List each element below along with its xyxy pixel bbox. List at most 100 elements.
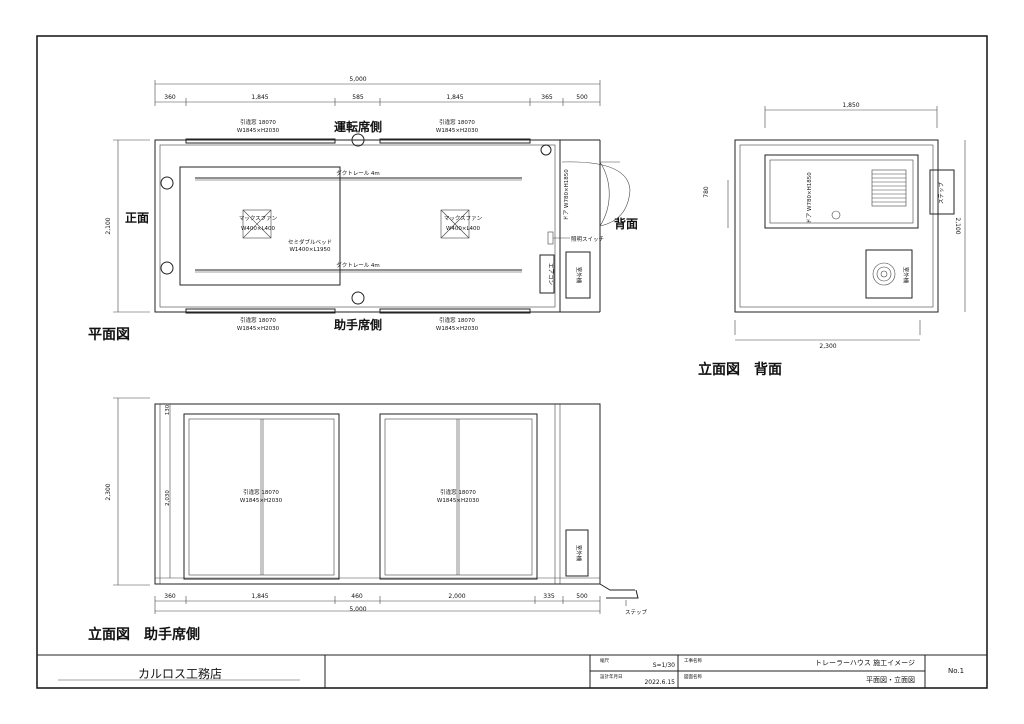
plan-dim-3: 585 [352,94,364,101]
side-total-width: 5,000 [349,606,366,613]
back-outdoor-unit-label: 室外機 [902,267,910,284]
plan-vent-top-left [351,133,365,147]
back-width-bottom: 2,300 [819,343,836,350]
side-top-gap: 130 [165,404,171,415]
plan-back-label: 背面 [614,216,638,231]
plan-dim-2: 1,845 [251,94,268,101]
back-step [929,169,955,215]
plan-fan-left [242,209,272,239]
side-dim-1: 360 [164,593,176,600]
side-outer [154,403,601,585]
side-dim-3: 460 [351,593,363,600]
back-elevation: 1,850 ドア W780×H1850 ステップ 室外機 780 2,100 2… [698,102,966,378]
plan-window-top-right-name: 引違窓 18070 [439,118,475,126]
plan-title: 平面図 [88,327,130,343]
plan-door-label: ドア W780×H1850 [563,169,570,221]
back-fan-icon [872,262,896,286]
plan-aircon [539,254,555,294]
back-louver [871,169,907,207]
title-block: カルロス工務店 縮尺 S=1/30 設計年月日 2022.6.15 工事名称 ト… [37,654,987,688]
date-value: 2022.6.15 [644,679,675,686]
plan-window-bottom-right [379,308,531,314]
side-window-right-size: W1845×H2030 [437,498,480,504]
side-window-right-name: 引違窓 18070 [440,488,476,496]
plan-fan-right-size: W400×L400 [446,226,481,232]
sheet-number: No.1 [948,667,964,675]
project-name: トレーラーハウス 施工イメージ [815,658,915,667]
plan-bed-name: セミダブルベッド [288,238,332,246]
plan-height-dim: 2,100 [105,217,112,234]
plan-vent-top-right [540,144,552,156]
plan-window-top-left-size: W1845×H2030 [237,128,280,134]
plan-dim-6: 500 [576,94,588,101]
drawing-label: 図面名称 [684,673,702,680]
side-dim-4: 2,000 [448,593,465,600]
plan-passenger-side-label: 助手席側 [334,317,382,332]
back-door-knob [831,210,841,220]
company-name: カルロス工務店 [138,667,222,681]
plan-light-switch-label: 照明スイッチ [571,236,604,243]
drawing-name: 平面図・立面図 [866,675,915,684]
plan-driver-side-label: 運転席側 [334,119,382,134]
plan-window-bottom-right-name: 引違窓 18070 [439,316,475,324]
project-label: 工事名称 [684,657,702,664]
side-height-dim: 2,300 [105,483,112,500]
back-door [764,154,919,229]
side-window-left-size: W1845×H2030 [240,498,283,504]
plan-window-bottom-right-size: W1845×H2030 [436,326,479,332]
plan-vent-front-top [160,176,174,190]
side-dim-6: 500 [576,593,588,600]
back-door-label: ドア W780×H1850 [806,172,813,224]
plan-inner-wall [159,144,556,308]
side-dim-2: 1,845 [251,593,268,600]
plan-fan-left-size: W400×L400 [241,226,276,232]
side-elevation: 2,300 引違窓 18070 W1845×H2030 引違窓 18070 W1… [88,397,647,643]
plan-outer-wall [154,139,561,313]
back-inner [739,144,934,308]
plan-bed-size: W1400×L1950 [289,247,331,253]
scale-value: S=1/30 [653,662,675,669]
side-outdoor-unit [565,529,589,577]
plan-outdoor-unit [565,251,591,299]
plan-window-bottom-left [185,308,336,314]
plan-window-top-left-name: 引違窓 18070 [240,118,276,126]
plan-window-bottom-left-name: 引違窓 18070 [240,316,276,324]
plan-view: 5,000 360 1,845 585 1,845 365 500 2,100 … [88,76,638,343]
plan-duct-rail-top-label: ダクトレール 4m [336,169,380,177]
back-outer [734,139,939,313]
plan-dim-5: 365 [541,94,553,101]
plan-window-top-right-size: W1845×H2030 [436,128,479,134]
side-dim-5: 335 [543,593,555,600]
side-outdoor-unit-label: 室外機 [575,545,583,562]
plan-vent-bottom [351,291,365,305]
plan-bed [179,166,341,286]
back-height-dim: 2,100 [954,217,961,234]
plan-total-width: 5,000 [349,76,366,83]
side-window-right [379,413,538,580]
back-title: 立面図 背面 [698,361,782,378]
plan-window-bottom-left-size: W1845×H2030 [237,326,280,332]
date-label: 設計年月日 [600,673,623,680]
side-inner-height: 2,030 [165,490,171,506]
plan-dim-4: 1,845 [446,94,463,101]
side-window-left-name: 引違窓 18070 [243,488,279,496]
back-width-top: 1,850 [842,102,859,109]
plan-window-top-left [185,138,336,144]
plan-light-switch [547,231,554,245]
sheet-border [36,35,988,689]
plan-aircon-label: エアコン [547,263,554,286]
side-step [599,583,639,599]
plan-outdoor-unit-label: 室外機 [575,267,583,284]
back-outdoor-unit [865,249,913,299]
back-door-height: 780 [703,186,710,198]
plan-fan-left-name: マックスファン [239,215,278,222]
back-step-label: ステップ [938,182,945,205]
plan-duct-rail-bottom-label: ダクトレール 4m [336,261,380,269]
plan-dim-1: 360 [164,94,176,101]
plan-door-swing [599,161,610,227]
scale-label: 縮尺 [600,657,609,664]
plan-front-label: 正面 [125,211,149,225]
plan-window-top-right [379,138,531,144]
plan-fan-right [440,209,470,239]
